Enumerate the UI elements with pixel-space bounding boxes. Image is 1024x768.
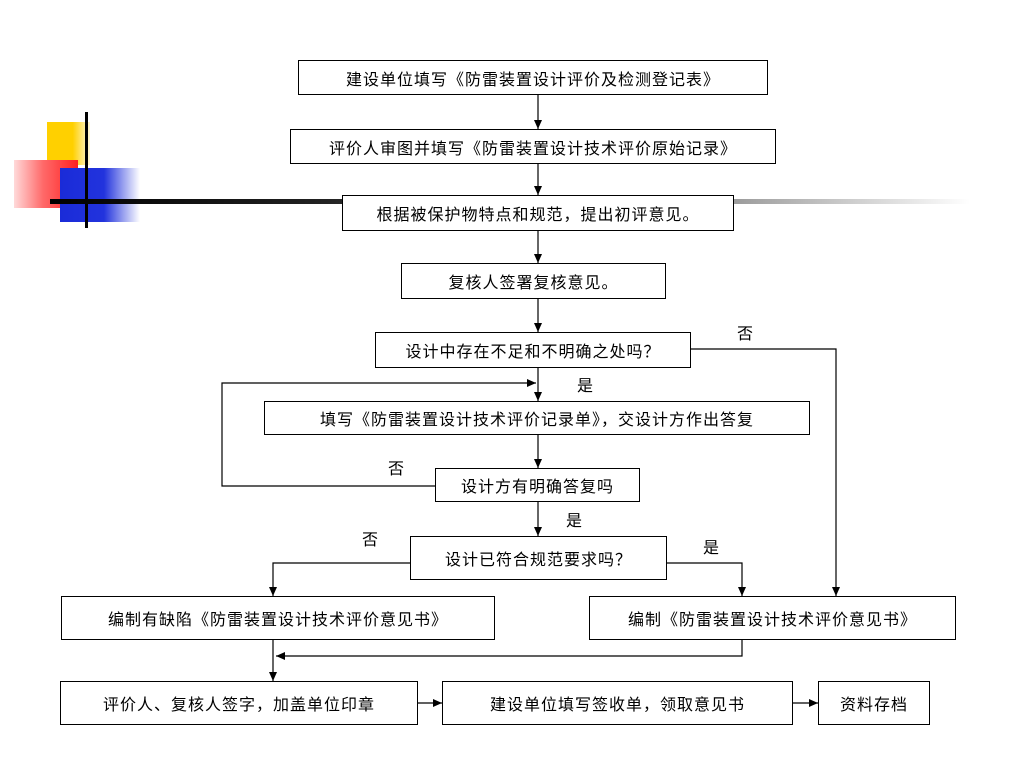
label-s7-yes: 是: [566, 511, 583, 530]
step-receipt-and-collect: 建设单位填写签收单，领取意见书: [442, 681, 793, 725]
arrow-s8-yes: [667, 562, 746, 596]
decision-meets-standard: 设计已符合规范要求吗？: [410, 536, 667, 580]
step-defective-opinion: 编制有缺陷《防雷装置设计技术评价意见书》: [61, 596, 495, 640]
step-recheck-opinion: 复核人签署复核意见。: [401, 263, 666, 299]
label-s8-yes: 是: [703, 538, 720, 557]
arrow-s8-no: [269, 562, 410, 596]
decision-designer-reply: 设计方有明确答复吗: [435, 468, 640, 502]
arrow-s5-no: [691, 348, 840, 596]
step-registration-form: 建设单位填写《防雷装置设计评价及检测登记表》: [298, 60, 768, 95]
decor-yellow-square: [47, 122, 90, 165]
loop-s7-no: [221, 379, 536, 487]
label-s5-no: 否: [737, 324, 754, 343]
step-sign-and-seal: 评价人、复核人签字，加盖单位印章: [60, 681, 418, 725]
label-s8-no: 否: [362, 530, 379, 549]
step-fill-record-sheet: 填写《防雷装置设计技术评价记录单》，交设计方作出答复: [264, 401, 810, 435]
step-review-record: 评价人审图并填写《防雷装置设计技术评价原始记录》: [290, 129, 776, 164]
merge-s10: [276, 640, 743, 660]
label-s7-no: 否: [388, 459, 405, 478]
step-archive: 资料存档: [818, 681, 930, 725]
label-s5-yes: 是: [577, 376, 594, 395]
step-initial-opinion: 根据被保护物特点和规范，提出初评意见。: [342, 195, 734, 231]
decor-vertical-line: [85, 112, 88, 228]
step-opinion-document: 编制《防雷装置设计技术评价意见书》: [589, 596, 956, 640]
decision-design-deficiency: 设计中存在不足和不明确之处吗？: [375, 332, 691, 368]
decor-blue-square: [60, 168, 140, 222]
